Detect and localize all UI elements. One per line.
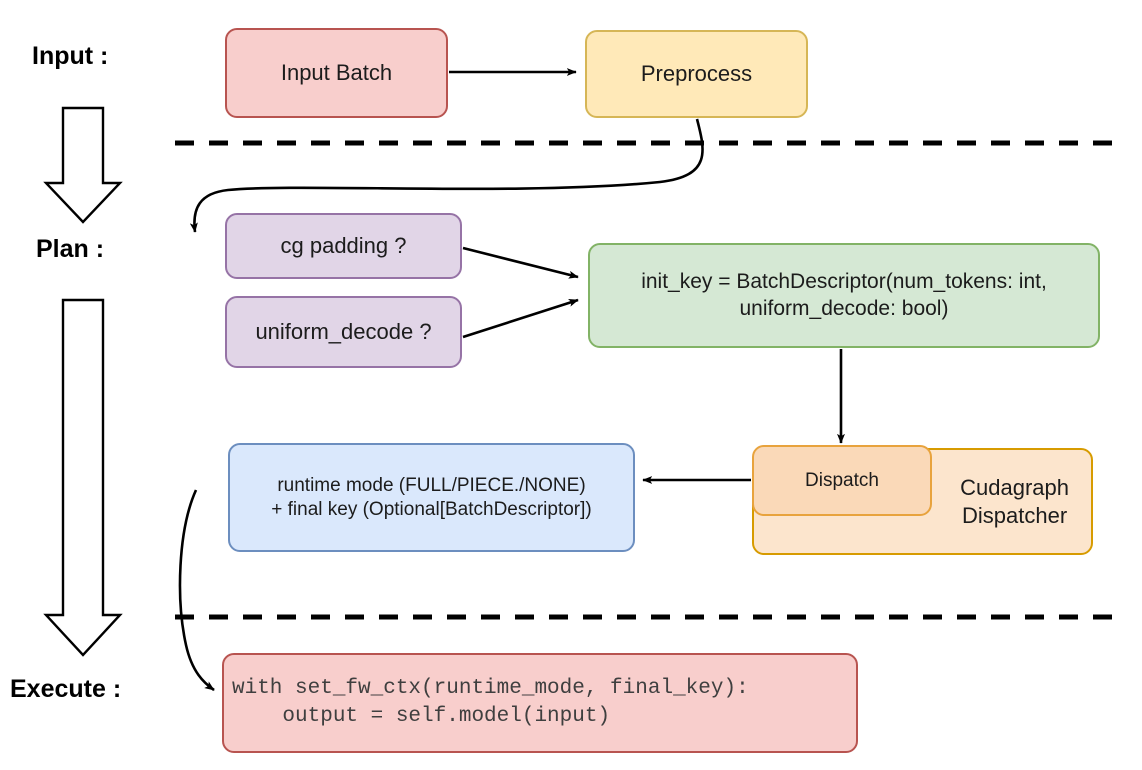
node-preprocess-label: Preprocess [640,61,753,87]
node-init-key[interactable]: init_key = BatchDescriptor(num_tokens: i… [588,243,1100,348]
node-dispatch-label: Dispatch [805,469,879,491]
node-uniform-decode[interactable]: uniform_decode ? [225,296,462,368]
node-preprocess[interactable]: Preprocess [585,30,808,118]
node-cg-padding-label: cg padding ? [280,233,407,259]
node-code-block[interactable]: with set_fw_ctx(runtime_mode, final_key)… [222,653,858,753]
node-cg-padding[interactable]: cg padding ? [225,213,462,279]
node-cudagraph-dispatcher-label: Cudagraph Dispatcher [960,475,1069,528]
node-runtime-mode[interactable]: runtime mode (FULL/PIECE./NONE) + final … [228,443,635,552]
node-code-block-label: with set_fw_ctx(runtime_mode, final_key)… [232,676,749,728]
stage-label-execute: Execute : [10,675,122,703]
edge-cg-padding-to-init-key [462,246,579,279]
stage-label-input: Input : [32,42,109,70]
node-dispatch[interactable]: Dispatch [752,445,932,516]
input-to-plan-arrow [43,106,123,224]
stage-label-plan: Plan : [36,235,105,263]
plan-to-execute-arrow [43,298,123,657]
node-input-batch-label: Input Batch [280,60,393,86]
edge-uniform-decode-to-init-key [462,298,579,339]
node-uniform-decode-label: uniform_decode ? [255,319,432,345]
edge-runtime-mode-to-code-block [178,489,215,692]
node-input-batch[interactable]: Input Batch [225,28,448,118]
node-init-key-label: init_key = BatchDescriptor(num_tokens: i… [641,270,1047,320]
node-runtime-mode-label: runtime mode (FULL/PIECE./NONE) + final … [271,474,592,520]
